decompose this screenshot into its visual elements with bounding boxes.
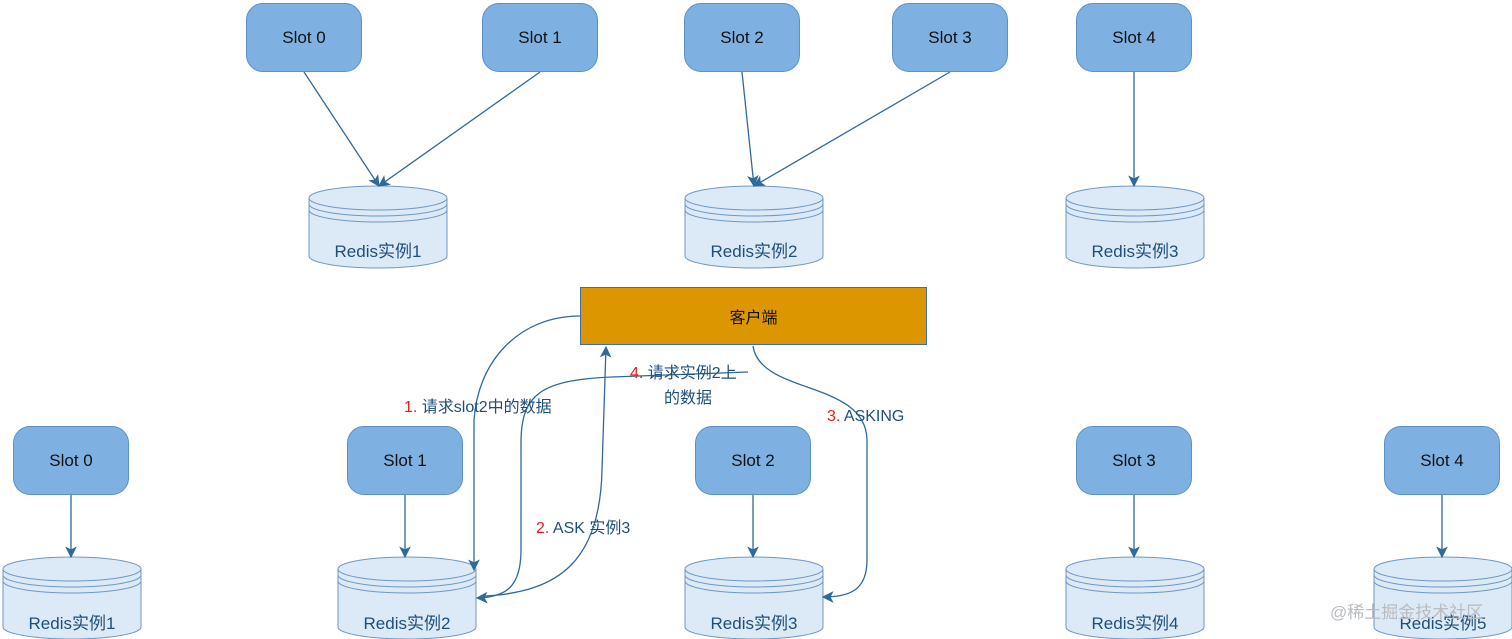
bottom-slot-3: Slot 3 [1076, 426, 1192, 495]
arrow-step1-request [468, 315, 581, 572]
step-2-text: ASK 实例3 [552, 520, 631, 537]
bottom-instance-4-label: Redis实例4 [1091, 614, 1179, 633]
arrow-top-slot3-instance2 [752, 71, 951, 187]
bottom-instance-3-label: Redis实例3 [710, 614, 798, 633]
step-3-label: 3. ASKING [827, 408, 904, 426]
bottom-slot-2: Slot 2 [695, 426, 811, 495]
step-1-number: 1. [404, 399, 418, 416]
top-slot-0: Slot 0 [246, 3, 362, 72]
bottom-instance-5-label: Redis实例5 [1399, 614, 1487, 633]
arrow-step2-ask-reply [484, 345, 612, 597]
top-instance-3-label: Redis实例3 [1091, 242, 1179, 261]
top-slot-1: Slot 1 [482, 3, 598, 72]
step-3-number: 3. [827, 408, 841, 425]
top-slot-4: Slot 4 [1076, 3, 1192, 72]
step-4-text: 请求实例2上 [647, 365, 737, 382]
step-4-label: 4. 请求实例2上 [630, 359, 737, 383]
arrow-step3-asking [752, 345, 868, 603]
arrow-top-slot1-instance1 [378, 71, 541, 187]
client-box: 客户端 [580, 287, 927, 345]
top-slot-2: Slot 2 [684, 3, 800, 72]
arrow-top-slot2-instance2 [741, 71, 759, 188]
bottom-slot-1: Slot 1 [347, 426, 463, 495]
top-instance-2-label: Redis实例2 [710, 242, 798, 261]
top-instance-1-label: Redis实例1 [334, 242, 422, 261]
step-4-label-line2: 的数据 [664, 390, 713, 407]
step-4-number: 4. [630, 365, 644, 382]
watermark: @稀土掘金技术社区 [1330, 603, 1484, 622]
bottom-slot-0: Slot 0 [13, 426, 129, 495]
bottom-instance-1-label: Redis实例1 [28, 614, 116, 633]
step-1-text: 请求slot2中的数据 [421, 399, 552, 416]
step-1-label: 1. 请求slot2中的数据 [404, 393, 552, 417]
step-3-text: ASKING [843, 408, 905, 425]
arrow-top-slot0-instance1 [303, 71, 380, 187]
bottom-instance-2-label: Redis实例2 [363, 614, 451, 633]
step-2-number: 2. [536, 520, 550, 537]
step-2-label: 2. ASK 实例3 [536, 514, 630, 538]
top-slot-3: Slot 3 [892, 3, 1008, 72]
bottom-slot-4: Slot 4 [1384, 426, 1500, 495]
arrow-step4-request-instance2 [475, 371, 749, 604]
